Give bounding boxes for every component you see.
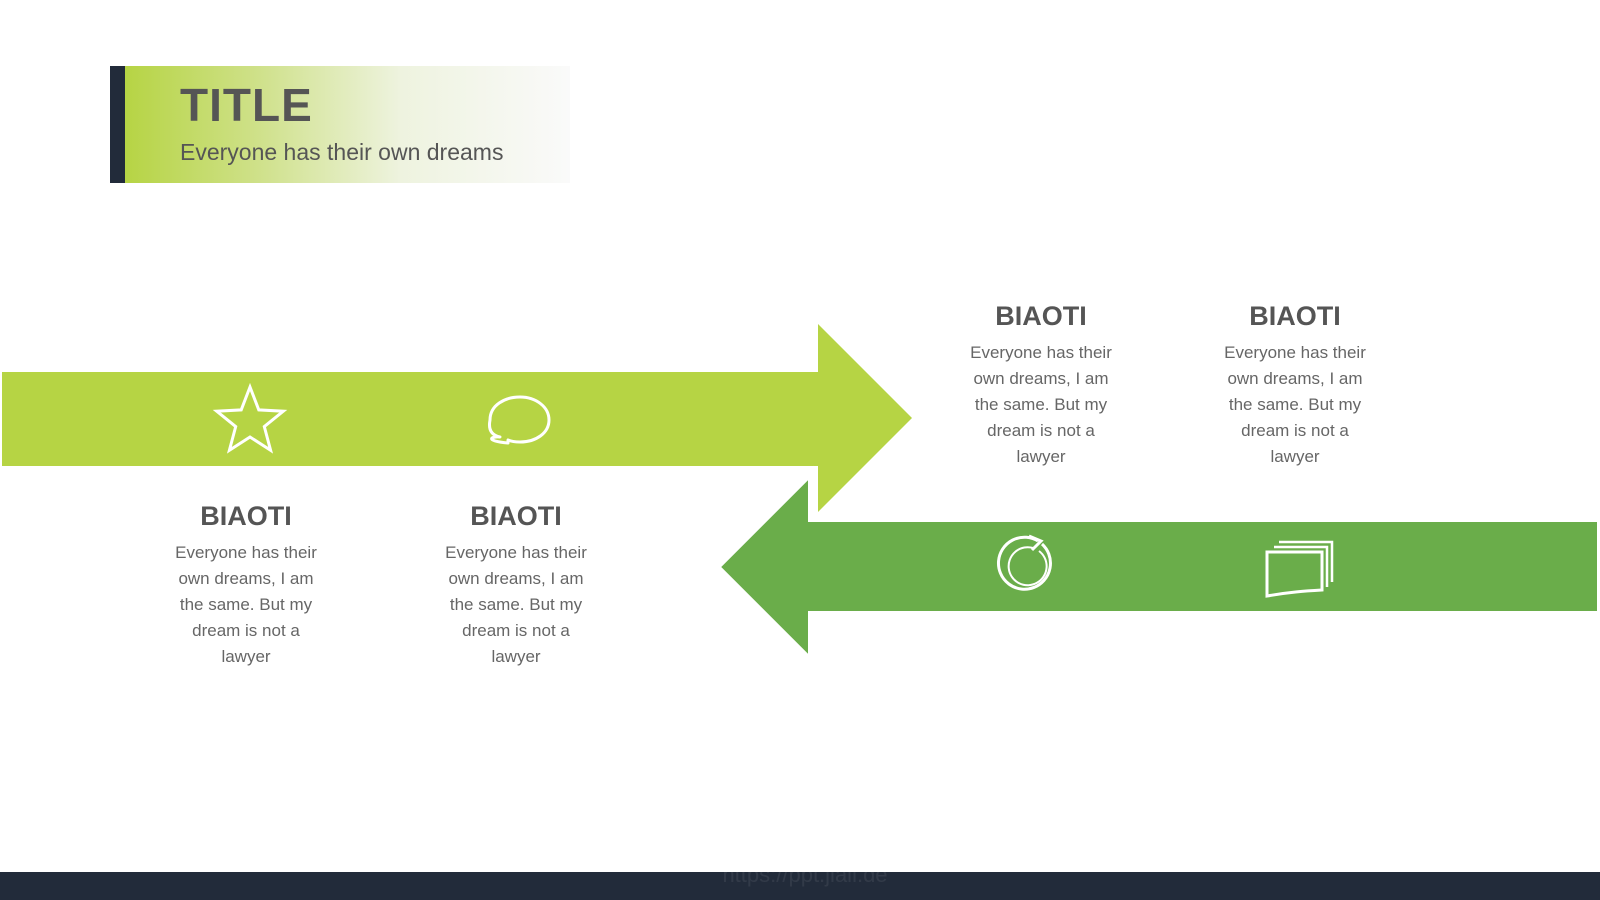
title-block: TITLE Everyone has their own dreams	[110, 66, 570, 183]
arrow-left	[712, 465, 1600, 669]
star-icon	[212, 382, 288, 454]
refresh-icon	[996, 534, 1052, 591]
title-accent-bar	[110, 66, 125, 183]
slide-subtitle: Everyone has their own dreams	[180, 139, 504, 165]
title-gradient-band: TITLE Everyone has their own dreams	[125, 66, 570, 183]
item-heading: BIAOTI	[1249, 301, 1341, 331]
item-heading: BIAOTI	[200, 501, 292, 531]
item-heading: BIAOTI	[470, 501, 562, 531]
stacked-cards-icon	[1265, 540, 1334, 598]
item-stacked-cards: BIAOTI Everyone has their own dreams, I …	[1195, 298, 1395, 470]
item-description: Everyone has their own dreams, I am the …	[1224, 343, 1366, 466]
item-heading: BIAOTI	[995, 301, 1087, 331]
item-refresh: BIAOTI Everyone has their own dreams, I …	[941, 298, 1141, 470]
footer-bar	[0, 872, 1600, 900]
item-speech-bubble: BIAOTI Everyone has their own dreams, I …	[416, 498, 616, 670]
watermark-text: https://ppt.jiali.de	[722, 862, 888, 887]
item-description: Everyone has their own dreams, I am the …	[970, 343, 1112, 466]
item-description: Everyone has their own dreams, I am the …	[175, 543, 317, 666]
item-description: Everyone has their own dreams, I am the …	[445, 543, 587, 666]
item-star: BIAOTI Everyone has their own dreams, I …	[146, 498, 346, 670]
speech-bubble-icon	[487, 395, 551, 445]
arrow-right	[2, 324, 912, 512]
slide-title: TITLE	[180, 79, 313, 131]
